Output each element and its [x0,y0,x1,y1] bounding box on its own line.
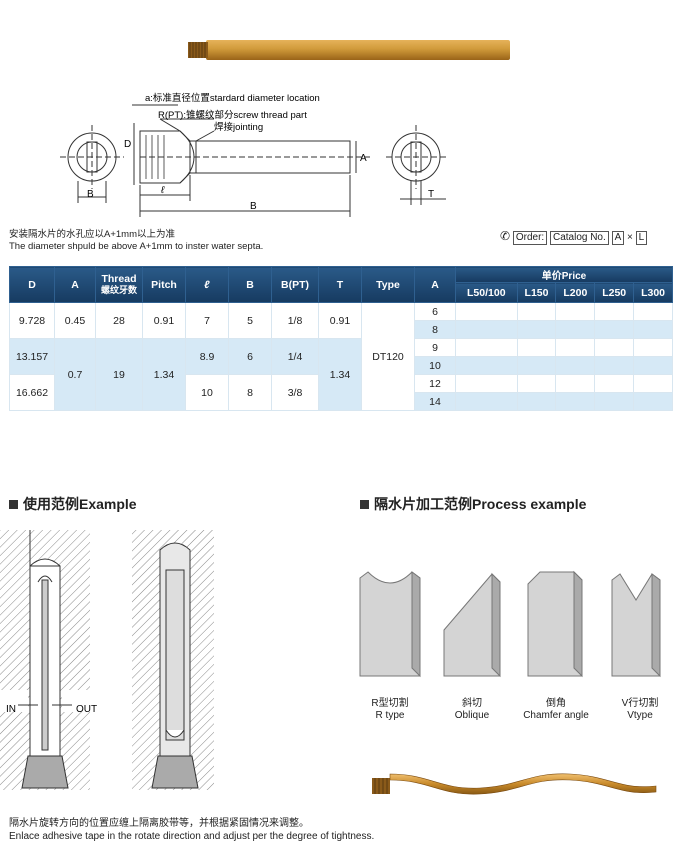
th-type: Type [361,266,415,303]
square-bullet-icon [9,500,18,509]
dim-l: ℓ [160,185,165,196]
dim-a: A [360,153,367,164]
dim-b-main: B [250,201,257,212]
label-jointing: 焊接jointing [214,121,263,133]
square-bullet-icon [360,500,369,509]
example-title: 使用范例Example [9,494,137,514]
th-a: A [54,266,96,303]
table-row: 16.662 10 8 3/8 12 [9,374,673,411]
th-t: T [318,266,362,303]
th-l300: L300 [633,282,673,303]
order-format: ✆ Order: Catalog No. A × L [500,229,648,245]
th-d: D [9,266,55,303]
th-pitch: Pitch [142,266,186,303]
th-bpt: B(PT) [271,266,319,303]
footer-note: 隔水片旋转方向的位置应缠上隔离胶带等，并根据紧固情况来调整。 Enlace ad… [9,818,375,842]
process-title: 隔水片加工范例Process example [360,494,586,514]
th-l250: L250 [594,282,635,303]
chamfer-shape [527,570,583,678]
th-l150: L150 [516,282,557,303]
th-a2: A [414,266,456,303]
order-label: Order: [512,231,548,245]
table-row: 9.728 0.45 28 0.91 7 5 1/8 0.91 DT120 6 [9,302,673,411]
dim-b-left: B [87,189,94,200]
th-l50: L50/100 [455,282,518,303]
v-type-shape [611,573,661,678]
process-shapes [359,570,661,678]
th-l200: L200 [555,282,596,303]
usage-example-drawing: IN OUT [0,530,214,790]
twisted-septa-photo [372,773,657,795]
dim-d: D [124,139,131,150]
in-label: IN [6,704,16,715]
oblique-shape [443,572,501,678]
th-price: 单价Price [455,266,673,283]
diameter-note: 安装隔水片的水孔应以A+1mm以上为准 The diameter shpuld … [9,229,264,252]
order-l-box: L [635,231,648,245]
label-screw-thread: R(PT):锥螺纹部分screw thread part [158,109,307,121]
table-row: 13.157 0.7 19 1.34 8.9 6 1/4 1.34 9 [9,338,673,411]
phone-icon: ✆ [500,229,511,243]
th-b: B [228,266,272,303]
th-l: ℓ [185,266,229,303]
dim-t: T [428,189,434,200]
water-septa-rod-photo [188,40,510,60]
order-a-box: A [611,231,625,245]
technical-drawing: a:标准直径位置stardard diameter location R(PT)… [60,92,446,217]
r-type-shape [359,571,421,678]
label-standard-diameter: a:标准直径位置stardard diameter location [145,92,320,104]
out-label: OUT [76,704,97,715]
catalog-no-box: Catalog No. [549,231,609,245]
thread-end [188,42,208,58]
